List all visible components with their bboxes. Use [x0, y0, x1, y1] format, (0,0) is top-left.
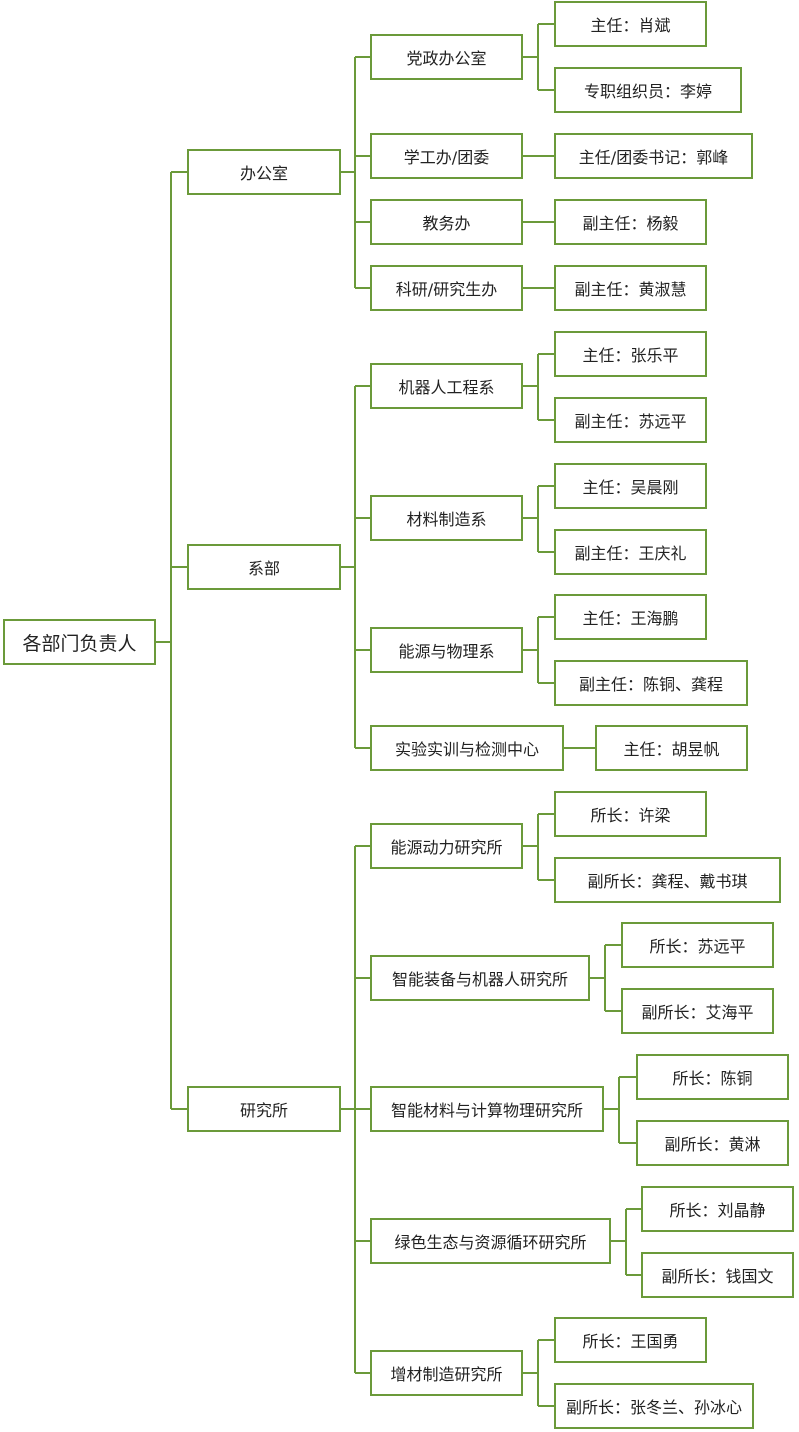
leader-node-2-3-1: 副所长：钱国文 [641, 1252, 794, 1298]
unit-node-1-1: 材料制造系 [370, 495, 523, 541]
unit-node-1-3: 实验实训与检测中心 [370, 725, 564, 771]
unit-node-2-3: 绿色生态与资源循环研究所 [370, 1218, 611, 1264]
leader-node-1-3-0: 主任：胡昱帆 [595, 725, 748, 771]
leader-node-2-3-0: 所长：刘晶静 [641, 1186, 794, 1232]
group-node-2: 研究所 [187, 1086, 341, 1132]
leader-node-2-0-1: 副所长：龚程、戴书琪 [554, 857, 781, 903]
leader-node-1-0-1: 副主任：苏远平 [554, 397, 707, 443]
unit-node-2-1: 智能装备与机器人研究所 [370, 955, 590, 1001]
root-node: 各部门负责人 [3, 619, 156, 665]
leader-node-2-4-1: 副所长：张冬兰、孙冰心 [554, 1383, 754, 1429]
leader-node-2-2-1: 副所长：黄淋 [636, 1120, 789, 1166]
leader-node-2-4-0: 所长：王国勇 [554, 1317, 707, 1363]
unit-node-2-4: 增材制造研究所 [370, 1350, 523, 1396]
leader-node-0-2-0: 副主任：杨毅 [554, 199, 707, 245]
leader-node-0-3-0: 副主任：黄淑慧 [554, 265, 707, 311]
leader-node-1-2-0: 主任：王海鹏 [554, 594, 707, 640]
leader-node-1-1-1: 副主任：王庆礼 [554, 529, 707, 575]
unit-node-0-3: 科研/研究生办 [370, 265, 523, 311]
unit-node-0-1: 学工办/团委 [370, 133, 523, 179]
unit-node-0-0: 党政办公室 [370, 34, 523, 80]
unit-node-2-2: 智能材料与计算物理研究所 [370, 1086, 604, 1132]
leader-node-2-2-0: 所长：陈铜 [636, 1054, 789, 1100]
unit-node-1-2: 能源与物理系 [370, 627, 523, 673]
leader-node-2-1-1: 副所长：艾海平 [621, 988, 774, 1034]
group-node-0: 办公室 [187, 149, 341, 195]
leader-node-2-1-0: 所长：苏远平 [621, 922, 774, 968]
unit-node-0-2: 教务办 [370, 199, 523, 245]
leader-node-0-0-0: 主任：肖斌 [554, 1, 707, 47]
leader-node-1-2-1: 副主任：陈铜、龚程 [554, 660, 748, 706]
leader-node-2-0-0: 所长：许梁 [554, 791, 707, 837]
unit-node-2-0: 能源动力研究所 [370, 823, 523, 869]
leader-node-0-1-0: 主任/团委书记：郭峰 [554, 133, 753, 179]
leader-node-1-0-0: 主任：张乐平 [554, 331, 707, 377]
leader-node-0-0-1: 专职组织员：李婷 [554, 67, 742, 113]
leader-node-1-1-0: 主任：吴晨刚 [554, 463, 707, 509]
unit-node-1-0: 机器人工程系 [370, 363, 523, 409]
group-node-1: 系部 [187, 544, 341, 590]
